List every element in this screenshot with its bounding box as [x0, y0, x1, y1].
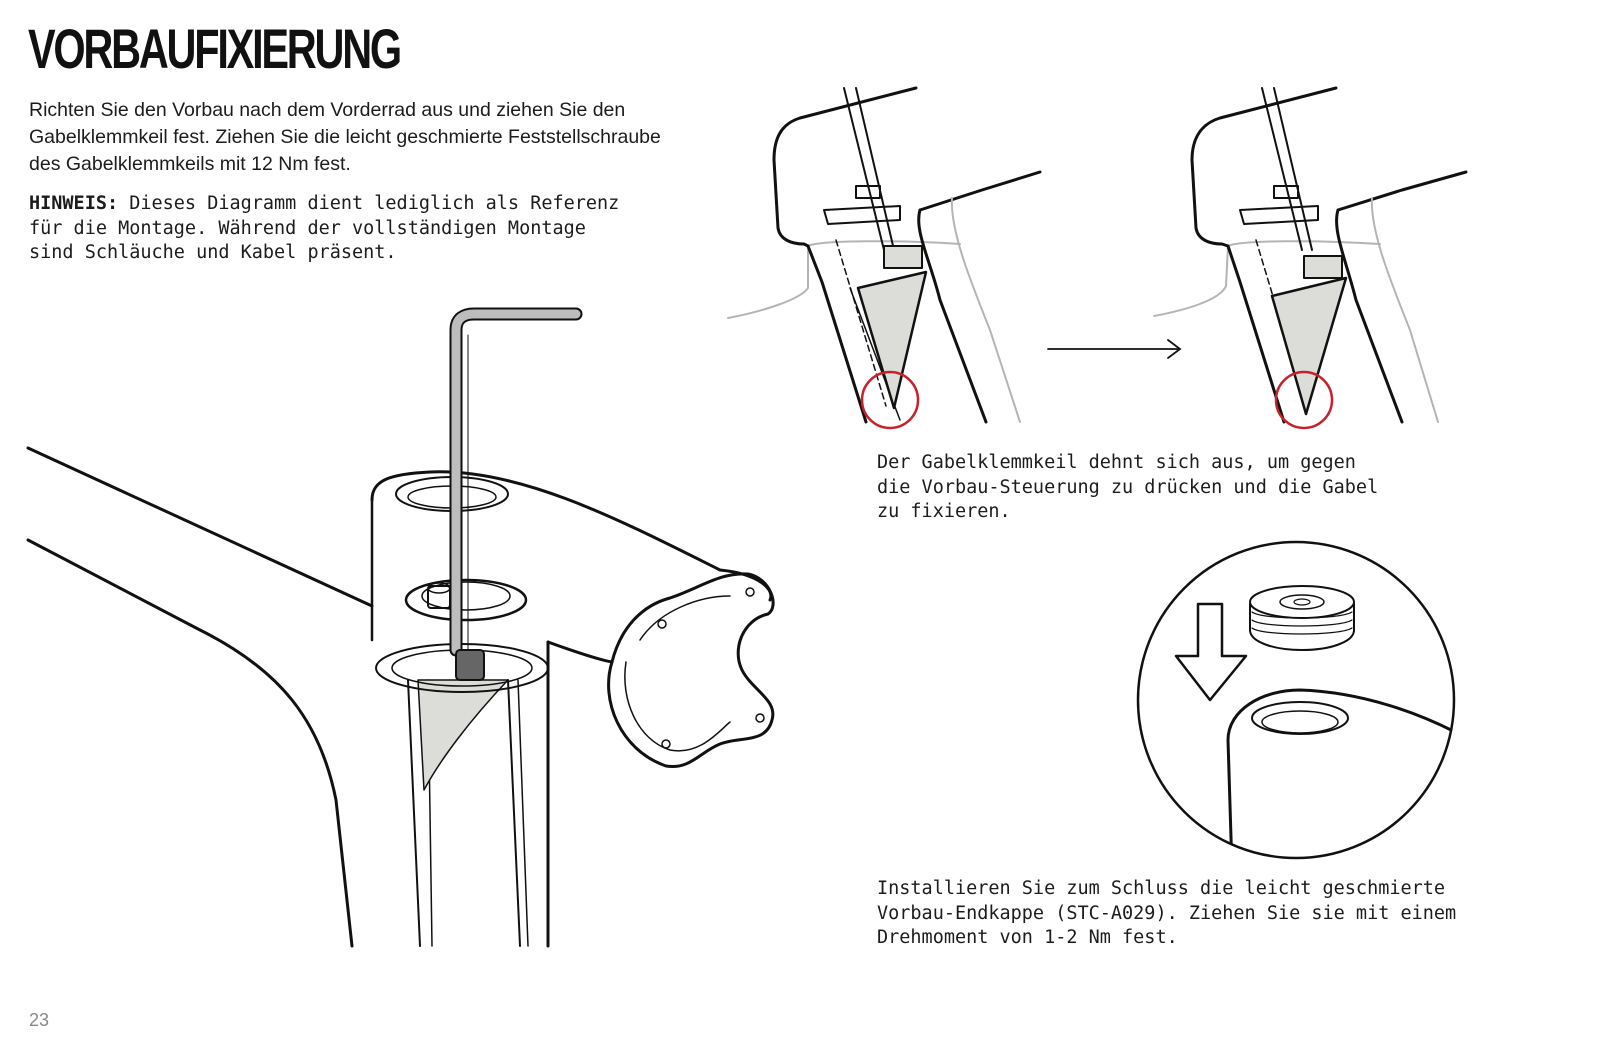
end-cap-detail-illustration [1136, 540, 1456, 860]
wedge-caption: Der Gabelklemmkeil dehnt sich aus, um ge… [877, 452, 1379, 522]
wedge-before-illustration [727, 86, 1042, 430]
note-text: Dieses Diagramm dient lediglich als Refe… [29, 193, 620, 263]
stem-assembly-illustration [26, 307, 775, 948]
right-arrow-icon [1047, 339, 1182, 359]
end-cap-caption: Installieren Sie zum Schluss die leicht … [877, 878, 1457, 948]
page-number: 23 [29, 1010, 50, 1030]
note-paragraph: HINWEIS: Dieses Diagramm dient lediglich… [29, 192, 709, 266]
intro-text: Richten Sie den Vorbau nach dem Vorderra… [29, 99, 661, 175]
wedge-after-illustration [1153, 86, 1468, 430]
down-arrow-icon [1174, 602, 1248, 702]
note-label: HINWEIS: [29, 193, 119, 214]
page-title: VORBAUFIXIERUNG [28, 17, 402, 80]
